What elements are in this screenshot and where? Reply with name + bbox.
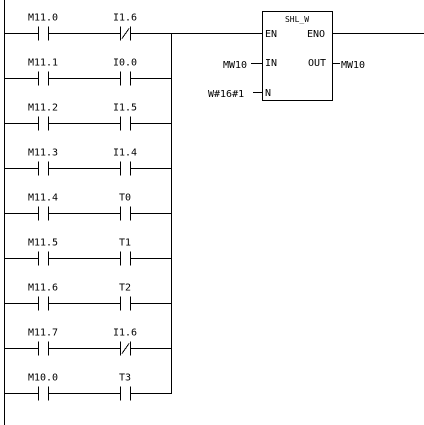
rung-9: M10.0 T3 <box>4 373 172 401</box>
contact-label: I1.5 <box>113 103 137 114</box>
function-block-box <box>262 11 333 101</box>
contact-2-rung-7[interactable]: T2 <box>119 283 131 311</box>
contact-2-rung-1[interactable]: I1.6 <box>113 13 137 41</box>
contact-2-rung-8[interactable]: I1.6 <box>113 328 137 356</box>
contact-label: T0 <box>119 193 131 204</box>
in-operand: MW10 <box>223 60 247 71</box>
contact-2-rung-3[interactable]: I1.5 <box>113 103 137 131</box>
contact-label: I0.0 <box>113 58 137 69</box>
contact-1-rung-3[interactable]: M11.2 <box>28 103 58 131</box>
contact-2-rung-9[interactable]: T3 <box>119 373 131 401</box>
contact-1-rung-9[interactable]: M10.0 <box>28 373 58 401</box>
contact-1-rung-8[interactable]: M11.7 <box>28 328 58 356</box>
contact-label: M11.2 <box>28 103 58 114</box>
rung-3: M11.2 I1.5 <box>4 103 172 131</box>
contact-label: T1 <box>119 238 131 249</box>
contact-label: M11.5 <box>28 238 58 249</box>
rung-6: M11.5 T1 <box>4 238 172 266</box>
pin-en-label: EN <box>265 29 277 40</box>
contact-nc-slash <box>121 343 130 354</box>
contact-label: M11.1 <box>28 58 58 69</box>
contact-label: M11.0 <box>28 13 58 24</box>
contact-label: M11.4 <box>28 193 58 204</box>
rung-7: M11.6 T2 <box>4 283 172 311</box>
contact-label: I1.6 <box>113 13 137 24</box>
n-operand: W#16#1 <box>208 89 244 100</box>
shl-w-function-block[interactable]: SHL_W EN ENO IN OUT N <box>262 11 333 101</box>
pin-in-label: IN <box>265 58 277 69</box>
contact-label: M11.6 <box>28 283 58 294</box>
contact-label: M10.0 <box>28 373 58 384</box>
rung-1: M11.0 I1.6 <box>4 13 172 41</box>
pin-out-label: OUT <box>308 58 326 69</box>
pin-eno-label: ENO <box>307 29 325 40</box>
contact-label: M11.3 <box>28 148 58 159</box>
contact-2-rung-6[interactable]: T1 <box>119 238 131 266</box>
contact-1-rung-5[interactable]: M11.4 <box>28 193 58 221</box>
contact-label: T3 <box>119 373 131 384</box>
contact-1-rung-6[interactable]: M11.5 <box>28 238 58 266</box>
function-block-title: SHL_W <box>285 15 309 24</box>
contact-1-rung-1[interactable]: M11.0 <box>28 13 58 41</box>
pin-n-label: N <box>265 88 271 99</box>
contact-label: I1.4 <box>113 148 137 159</box>
rung-4: M11.3 I1.4 <box>4 148 172 176</box>
contact-1-rung-2[interactable]: M11.1 <box>28 58 58 86</box>
contact-label: T2 <box>119 283 131 294</box>
contact-2-rung-4[interactable]: I1.4 <box>113 148 137 176</box>
rung-5: M11.4 T0 <box>4 193 172 221</box>
contact-2-rung-2[interactable]: I0.0 <box>113 58 137 86</box>
contact-1-rung-7[interactable]: M11.6 <box>28 283 58 311</box>
contact-nc-slash <box>121 28 130 39</box>
contact-label: M11.7 <box>28 328 58 339</box>
contact-label: I1.6 <box>113 328 137 339</box>
rung-2: M11.1 I0.0 <box>4 58 172 86</box>
contact-1-rung-4[interactable]: M11.3 <box>28 148 58 176</box>
out-operand: MW10 <box>341 60 365 71</box>
contact-2-rung-5[interactable]: T0 <box>119 193 131 221</box>
rung-8: M11.7 I1.6 <box>4 328 172 356</box>
